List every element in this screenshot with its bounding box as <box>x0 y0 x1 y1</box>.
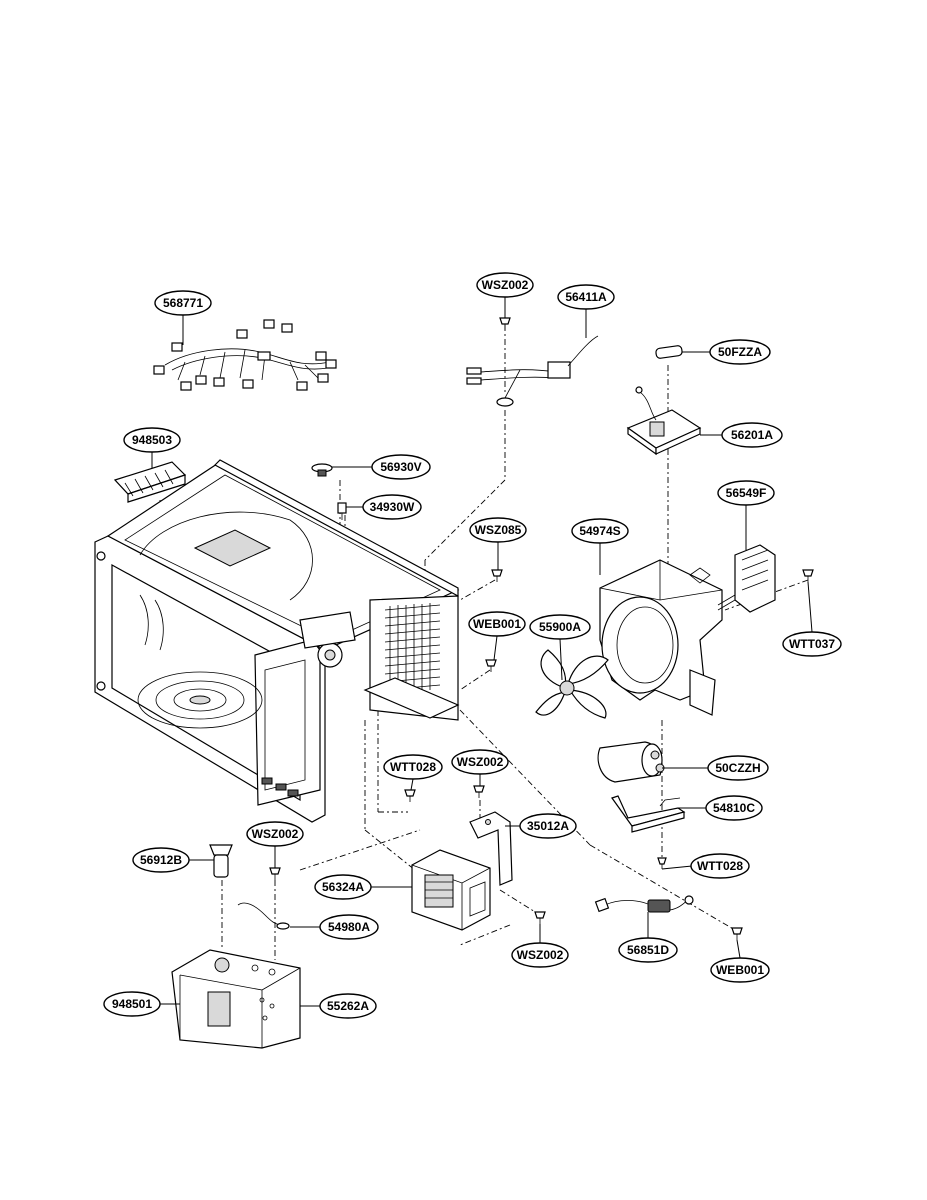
screw-wsz085 <box>491 569 503 582</box>
callout-label: WSZ002 <box>482 278 529 292</box>
callout-50czzh: 50CZZH <box>707 755 769 781</box>
callout-56930v: 56930V <box>371 454 431 480</box>
thermal-fuse-part <box>594 895 694 913</box>
callout-wtt028-left: WTT028 <box>383 754 443 780</box>
callout-label: 948501 <box>112 997 152 1011</box>
callout-label: 50FZZA <box>718 345 762 359</box>
callout-label: 34930W <box>370 500 415 514</box>
callout-label: 55262A <box>327 999 369 1013</box>
fan-duct-part <box>599 559 723 716</box>
callout-web001-lower: WEB001 <box>710 957 770 983</box>
grille-part <box>113 461 187 503</box>
screw-web001-upper <box>485 659 497 672</box>
callout-54974s: 54974S <box>571 518 629 544</box>
callout-label: 56549F <box>726 486 767 500</box>
screw-web001-lower <box>731 927 743 940</box>
callout-label: 55900A <box>539 620 581 634</box>
leader-lines <box>151 297 813 1007</box>
fan-blade-part <box>535 649 609 719</box>
thermostat-part <box>311 463 333 477</box>
callout-label: 56851D <box>627 943 669 957</box>
callout-label: WTT037 <box>789 637 835 651</box>
callout-web001-upper: WEB001 <box>468 611 526 637</box>
latch-spring-part <box>237 902 290 930</box>
assembly-lines <box>159 325 809 960</box>
callout-wtt037: WTT037 <box>782 631 842 657</box>
vent-perforation <box>384 603 441 695</box>
transformer-part <box>411 849 491 931</box>
callout-wsz002-middle: WSZ002 <box>451 749 509 775</box>
screw-wtt028-left <box>404 789 416 802</box>
callout-label: WSZ002 <box>252 827 299 841</box>
callout-34930w: 34930W <box>362 494 422 520</box>
wire-cord-part <box>466 317 599 407</box>
callout-label: WEB001 <box>473 617 521 631</box>
callout-label: 948503 <box>132 433 172 447</box>
callout-label: 568771 <box>163 296 203 310</box>
callout-label: 56930V <box>380 460 421 474</box>
callout-label: 56201A <box>731 428 773 442</box>
callout-56912b: 56912B <box>132 847 190 873</box>
screw-wsz002-middle <box>473 785 485 798</box>
callout-wtt028-right: WTT028 <box>690 853 750 879</box>
screw-wtt037 <box>802 569 814 582</box>
lamp-part <box>337 502 347 520</box>
callout-948501: 948501 <box>103 991 161 1017</box>
callout-54810c: 54810C <box>705 795 763 821</box>
callout-50fzza: 50FZZA <box>709 339 771 365</box>
callout-label: WEB001 <box>716 963 764 977</box>
callout-54980a: 54980A <box>319 914 379 940</box>
part-callouts: 568771 WSZ002 56411A 50FZZA 56201A 94850… <box>103 272 842 1019</box>
callout-wsz002-top: WSZ002 <box>476 272 534 298</box>
callout-948503: 948503 <box>123 427 181 453</box>
callout-label: WSZ002 <box>517 948 564 962</box>
oven-cavity-part <box>94 459 460 823</box>
callout-label: WSZ002 <box>457 755 504 769</box>
callout-wsz002-lower: WSZ002 <box>511 942 569 968</box>
stirrer-shaft-part <box>209 844 233 878</box>
callout-label: 35012A <box>527 819 569 833</box>
wire-harness-part <box>153 319 337 391</box>
capacitor-part <box>597 741 665 783</box>
screw-wtt028-right <box>657 857 667 869</box>
callout-56201a: 56201A <box>721 422 783 448</box>
callout-label: 56411A <box>565 290 607 304</box>
callout-label: WTT028 <box>697 859 743 873</box>
callout-label: 54974S <box>579 524 620 538</box>
callout-label: WTT028 <box>390 760 436 774</box>
callout-55900a: 55900A <box>529 614 591 640</box>
fan-motor-part <box>717 544 776 613</box>
callout-label: WSZ085 <box>475 523 522 537</box>
callout-label: 50CZZH <box>715 761 760 775</box>
callout-label: 54810C <box>713 801 755 815</box>
callout-35012a: 35012A <box>519 813 577 839</box>
callout-56324a: 56324A <box>314 874 372 900</box>
magnetron-bracket-part <box>469 811 513 886</box>
callout-wsz085: WSZ085 <box>469 517 527 543</box>
callout-label: 54980A <box>328 920 370 934</box>
noise-filter-board-part <box>626 386 702 456</box>
callout-55262a: 55262A <box>319 993 377 1019</box>
base-assembly-part <box>171 949 301 1049</box>
callout-56411a: 56411A <box>557 284 615 310</box>
capacitor-bracket-part <box>611 795 686 833</box>
callout-56549f: 56549F <box>717 480 775 506</box>
callout-56851d: 56851D <box>618 937 678 963</box>
fuse-part <box>655 345 683 359</box>
screw-wsz002-lower <box>534 911 546 924</box>
callout-wsz002-left: WSZ002 <box>246 821 304 847</box>
callout-label: 56912B <box>140 853 182 867</box>
callout-label: 56324A <box>322 880 364 894</box>
screw-wsz002-left <box>269 867 281 880</box>
callout-568771: 568771 <box>154 290 212 316</box>
